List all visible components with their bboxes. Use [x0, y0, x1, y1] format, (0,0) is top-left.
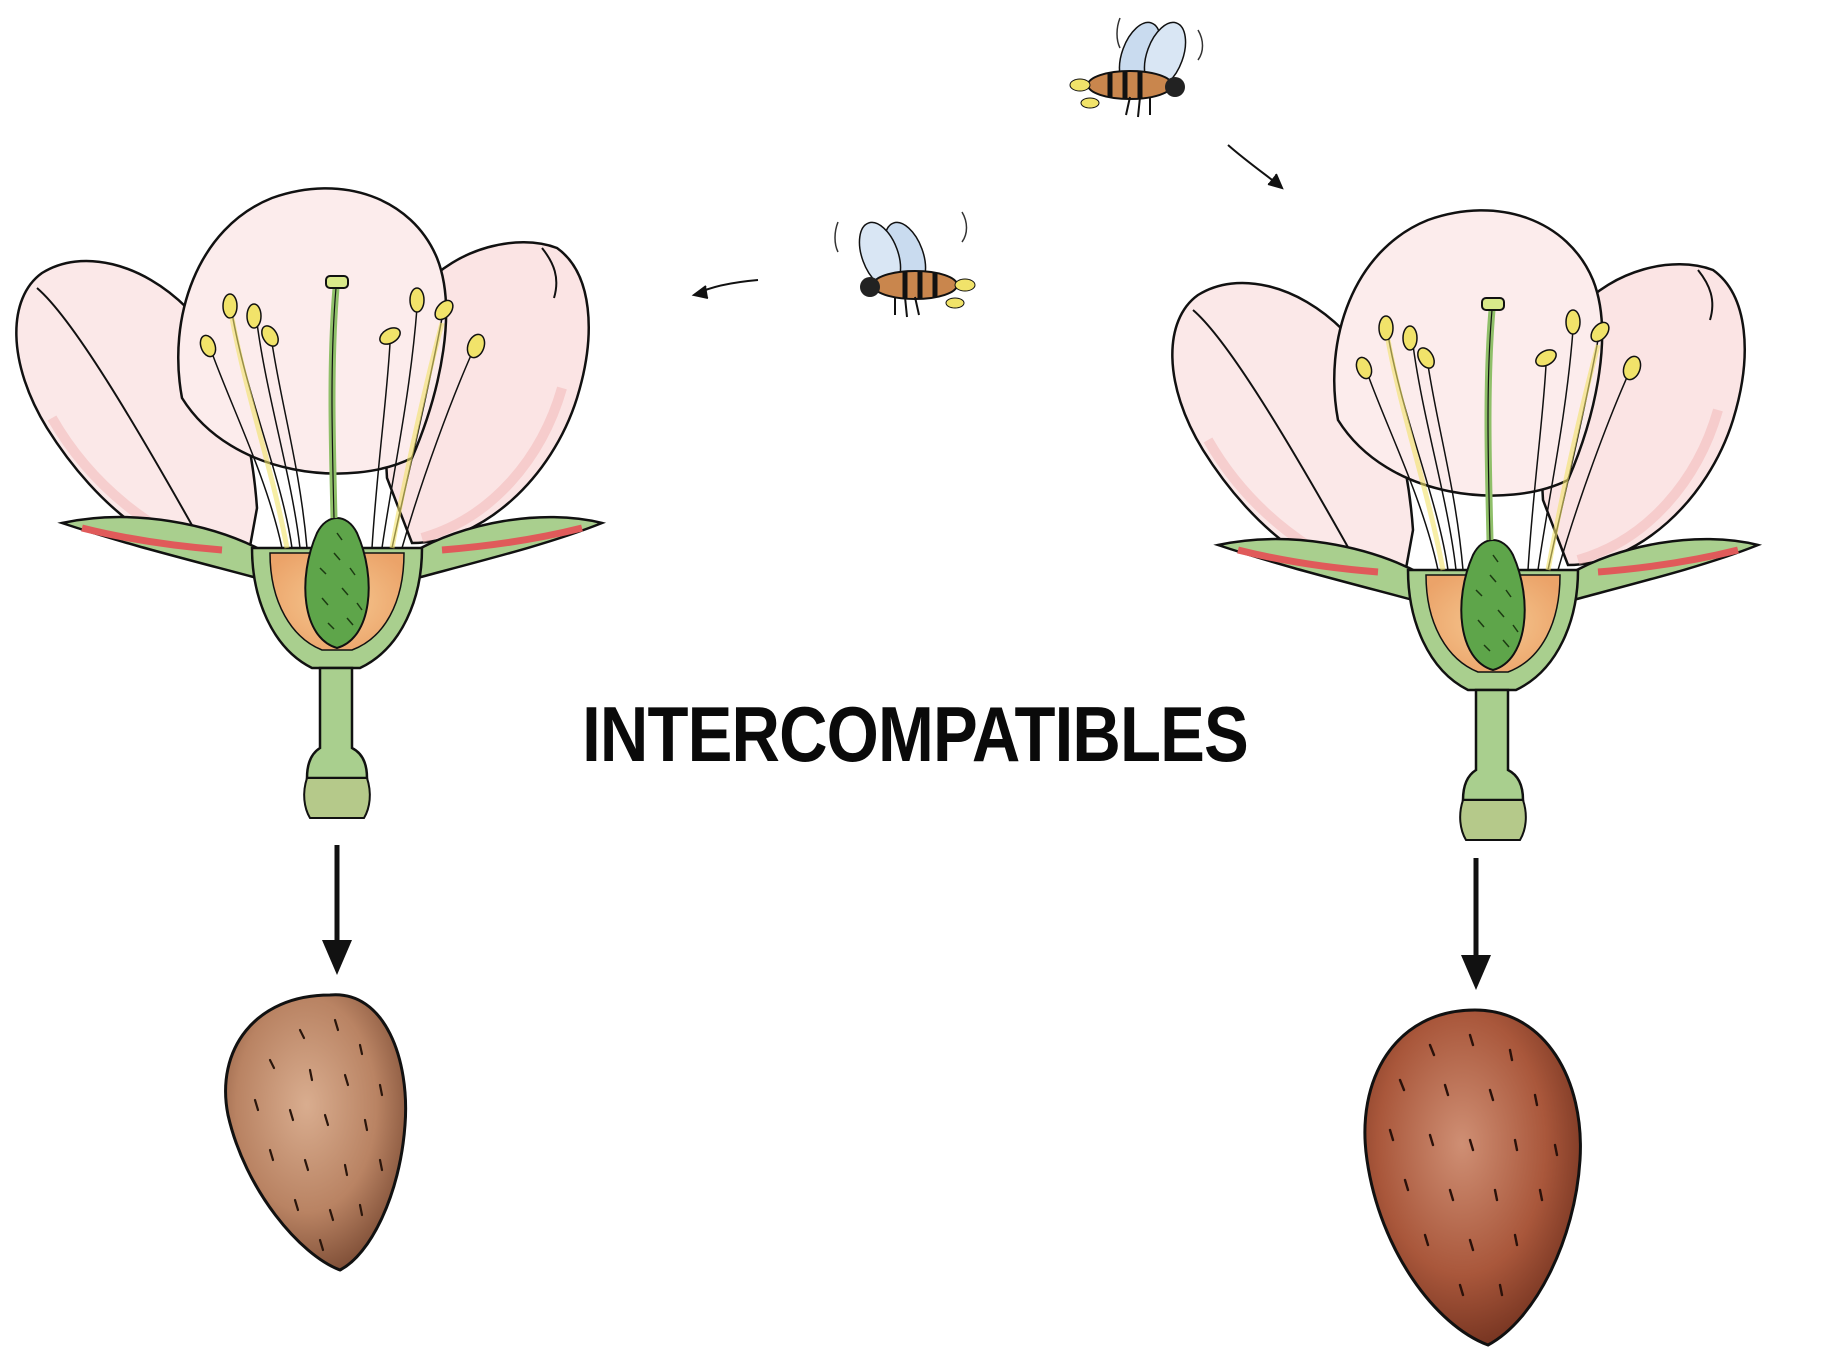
arrow-down-icon-right: [1461, 858, 1491, 990]
curved-arrow-icon-right: [1228, 145, 1282, 188]
almond-icon-left: [226, 995, 406, 1270]
bee-icon-top: [1070, 17, 1203, 117]
arrow-down-icon-left: [322, 845, 352, 975]
almond-icon-right: [1365, 1010, 1581, 1345]
bee-icon-middle: [835, 212, 975, 317]
diagram-title: INTERCOMPATIBLES: [128, 695, 1702, 773]
curved-arrow-icon-left: [694, 280, 758, 298]
